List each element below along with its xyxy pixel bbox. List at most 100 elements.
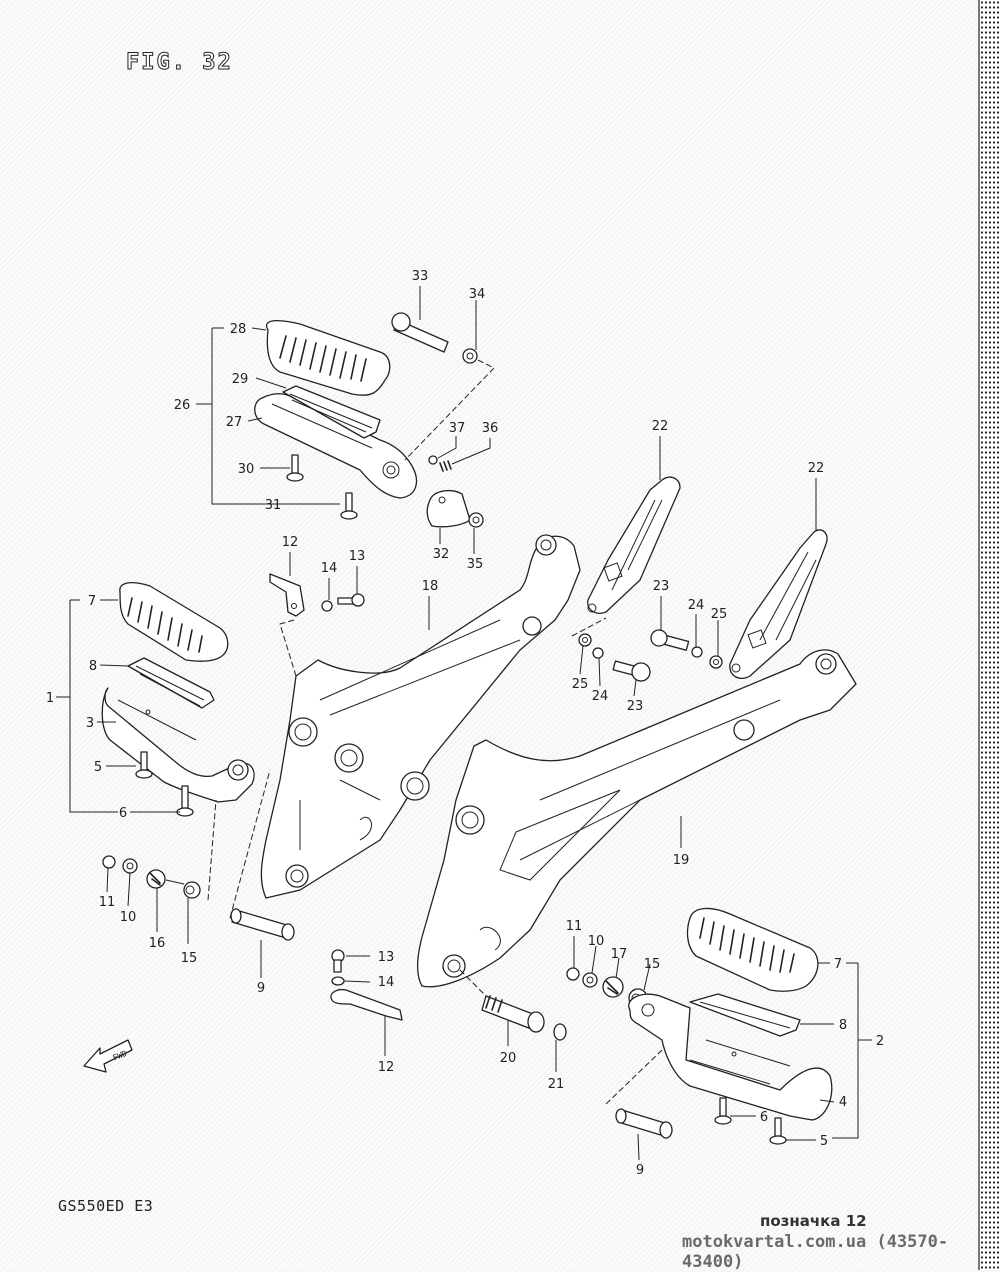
watermark-site: motokvartal.com.ua (43570-43400) xyxy=(682,1232,949,1272)
page-edge-line xyxy=(978,0,980,1270)
callout-15-left: 15 xyxy=(181,951,198,966)
callout-7-right: 7 xyxy=(834,957,842,972)
part-36-spring xyxy=(439,460,452,472)
part-15-collar-left xyxy=(183,881,201,899)
callout-8-right: 8 xyxy=(839,1018,847,1033)
part-34-washer xyxy=(462,348,478,364)
assembly-line-right-pin xyxy=(605,1049,663,1105)
callout-19: 19 xyxy=(673,853,690,868)
part-17-spring-right xyxy=(602,976,624,998)
callout-33: 33 xyxy=(412,269,429,284)
part-9-pin-right xyxy=(615,1108,673,1139)
callout-14-upper: 14 xyxy=(321,561,338,576)
assembly-line-33 xyxy=(404,359,495,461)
callout-13-lower: 13 xyxy=(378,950,395,965)
callout-10-right: 10 xyxy=(588,934,605,949)
part-14-nut-upper xyxy=(321,600,333,612)
part-5-bolt-right xyxy=(769,1117,787,1145)
callout-23-upper: 23 xyxy=(653,579,670,594)
leader-lines xyxy=(56,286,872,1161)
part-11-circlip-left xyxy=(102,855,116,869)
callout-36: 36 xyxy=(482,421,499,436)
callout-3: 3 xyxy=(86,716,94,731)
callout-37: 37 xyxy=(449,421,466,436)
callout-11-right: 11 xyxy=(566,919,583,934)
callout-31: 31 xyxy=(265,498,282,513)
part-23-bolt-lower xyxy=(612,660,651,682)
part-6-bolt-right xyxy=(714,1097,732,1125)
callout-22-upper: 22 xyxy=(652,419,669,434)
callout-15-right: 15 xyxy=(644,957,661,972)
part-13-bolt-upper xyxy=(337,593,365,607)
callout-9-right: 9 xyxy=(636,1163,644,1178)
part-18-left-footrest-bracket xyxy=(260,534,581,899)
part-23-bolt-upper xyxy=(650,629,690,651)
callout-6-right: 6 xyxy=(760,1110,768,1125)
callout-27: 27 xyxy=(226,415,243,430)
figure-title: FIG. 32 xyxy=(126,50,233,76)
callout-labels: 33 34 28 29 26 27 37 36 30 31 32 35 22 2… xyxy=(46,269,884,1178)
callout-26: 26 xyxy=(174,398,191,413)
part-31-bolt xyxy=(340,492,358,520)
callout-11-left: 11 xyxy=(99,895,116,910)
part-8-footrest-plate-right xyxy=(689,993,801,1037)
callout-18: 18 xyxy=(422,579,439,594)
callout-29: 29 xyxy=(232,372,249,387)
callout-9-left: 9 xyxy=(257,981,265,996)
part-30-screw xyxy=(286,454,304,482)
part-12-bracket-lower xyxy=(330,988,403,1021)
part-10-washer-left xyxy=(122,858,138,874)
part-33-bolt xyxy=(391,312,449,353)
part-25-washer-lower xyxy=(578,633,592,647)
callout-14-lower: 14 xyxy=(378,975,395,990)
callout-22-lower: 22 xyxy=(808,461,825,476)
part-25-washer-upper xyxy=(709,655,723,669)
part-32-cover xyxy=(426,489,471,528)
part-14-nut-lower xyxy=(331,976,345,986)
callout-23-lower: 23 xyxy=(627,699,644,714)
assembly-line-12a xyxy=(279,619,297,677)
part-3-footrest-bracket-left xyxy=(101,687,255,803)
callout-30: 30 xyxy=(238,462,255,477)
part-22-bracket-upper xyxy=(587,476,681,614)
part-21-circlip xyxy=(553,1023,567,1041)
part-7-rubber-footrest-left xyxy=(119,581,229,662)
callout-25-upper: 25 xyxy=(711,607,728,622)
callout-5-left: 5 xyxy=(94,760,102,775)
callout-21: 21 xyxy=(548,1077,565,1092)
part-10-washer-right xyxy=(582,972,598,988)
callout-32: 32 xyxy=(433,547,450,562)
model-code: GS550ED E3 xyxy=(58,1197,154,1215)
part-9-pin-left xyxy=(230,908,295,941)
assembly-line-left-pin xyxy=(207,769,271,919)
callout-17: 17 xyxy=(611,947,628,962)
page-edge-perforation xyxy=(980,0,1000,1270)
watermark-mark: позначка 12 xyxy=(760,1212,867,1230)
callout-13-upper: 13 xyxy=(349,549,366,564)
callout-12-lower: 12 xyxy=(378,1060,395,1075)
callout-25-lower: 25 xyxy=(572,677,589,692)
callout-20: 20 xyxy=(500,1051,517,1066)
callout-7-left: 7 xyxy=(88,594,96,609)
exploded-parts-diagram: FWD xyxy=(46,269,884,1178)
part-22-bracket-lower xyxy=(729,529,828,679)
part-35-washer xyxy=(468,512,484,528)
part-13-bolt-lower xyxy=(331,949,345,973)
callout-34: 34 xyxy=(469,287,486,302)
part-28-rubber-footrest-rear xyxy=(265,319,391,396)
callout-24-lower: 24 xyxy=(592,689,609,704)
callout-28: 28 xyxy=(230,322,247,337)
part-19-right-footrest-bracket xyxy=(416,649,857,988)
assembly-line-22a xyxy=(571,617,607,637)
callout-4: 4 xyxy=(839,1095,847,1110)
assembly-line-20 xyxy=(459,969,487,997)
callout-10-left: 10 xyxy=(120,910,137,925)
part-8-footrest-plate-left xyxy=(127,657,215,709)
callout-8-left: 8 xyxy=(89,659,97,674)
part-29-footrest-plate-rear xyxy=(282,385,381,439)
part-24-washer-lower xyxy=(592,647,604,659)
part-7-rubber-footrest-right xyxy=(686,907,819,992)
callout-12-upper: 12 xyxy=(282,535,299,550)
part-16-spring-left xyxy=(146,869,185,889)
callout-35: 35 xyxy=(467,557,484,572)
